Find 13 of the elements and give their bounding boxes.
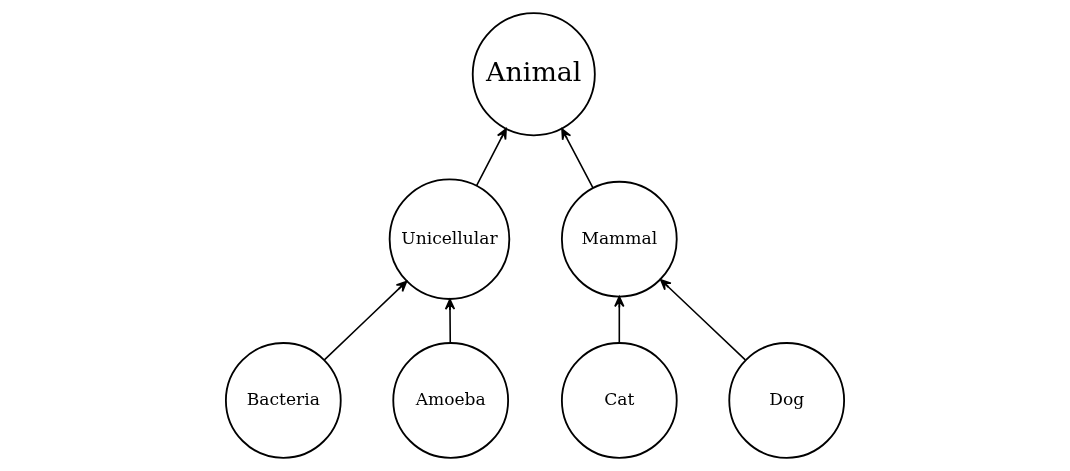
node-circle: Dog xyxy=(728,342,846,459)
arrow xyxy=(561,128,594,189)
arrow xyxy=(660,278,747,361)
node-circle: Amoeba xyxy=(392,342,510,459)
node-circle: Mammal xyxy=(560,180,678,298)
arrow xyxy=(475,127,507,187)
node-circle: Bacteria xyxy=(224,342,342,459)
node-circle: Unicellular xyxy=(388,178,511,300)
arrow xyxy=(614,295,625,344)
arrow xyxy=(323,280,408,361)
node-circle: Cat xyxy=(560,342,678,459)
node-circle: Animal xyxy=(471,12,596,137)
arrow xyxy=(444,298,456,344)
